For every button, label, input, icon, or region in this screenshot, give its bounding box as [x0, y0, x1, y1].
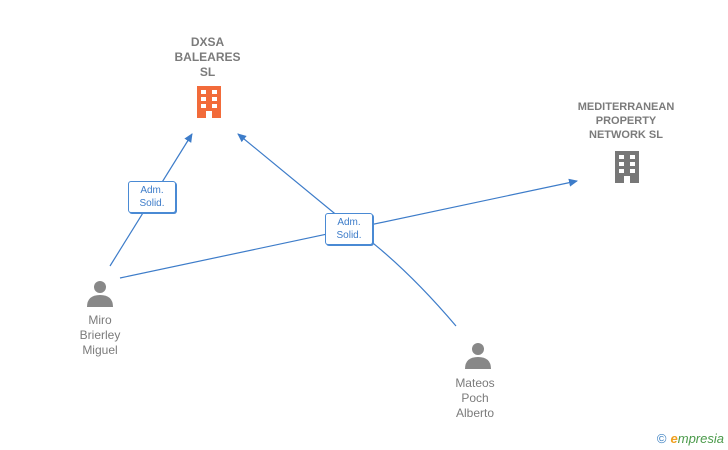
- empresia-watermark: ©empresia: [657, 431, 724, 446]
- edge-label-line-1: Adm.: [140, 185, 164, 196]
- person-mateos-line-3: Alberto: [455, 406, 495, 420]
- person-miro-label[interactable]: Miro Brierley Miguel: [60, 313, 140, 358]
- person-mateos-line-2: Poch: [461, 391, 489, 405]
- building-icon[interactable]: [194, 85, 224, 119]
- company-dxsa-line-2: BALEARES: [174, 50, 241, 64]
- edge-label-line-2: Solid.: [336, 230, 362, 241]
- company-dxsa-label[interactable]: DXSA BALEARES SL: [160, 35, 255, 80]
- company-mediterranean-label[interactable]: MEDITERRANEAN PROPERTY NETWORK SL: [566, 100, 686, 142]
- person-miro-line-2: Brierley: [79, 328, 121, 342]
- copyright-symbol: ©: [656, 431, 667, 446]
- company-mediterranean-line-2: PROPERTY: [595, 115, 657, 127]
- edge-label-adm-solid[interactable]: Adm. Solid.: [128, 181, 176, 213]
- company-mediterranean-line-1: MEDITERRANEAN: [577, 101, 675, 113]
- building-icon[interactable]: [612, 150, 642, 184]
- company-dxsa-line-1: DXSA: [190, 35, 225, 49]
- edge-label-adm-solid[interactable]: Adm. Solid.: [325, 213, 373, 245]
- brand-initial: e: [670, 431, 678, 446]
- person-icon[interactable]: [85, 278, 115, 308]
- company-mediterranean-line-3: NETWORK SL: [589, 129, 663, 141]
- person-miro-line-1: Miro: [88, 313, 112, 327]
- person-miro-line-3: Miguel: [82, 343, 118, 357]
- edge-label-line-1: Adm.: [337, 217, 361, 228]
- person-mateos-label[interactable]: Mateos Poch Alberto: [435, 376, 515, 421]
- edge-label-line-2: Solid.: [139, 198, 165, 209]
- person-mateos-line-1: Mateos: [455, 376, 495, 390]
- person-icon[interactable]: [463, 340, 493, 370]
- brand-name: mpresia: [677, 431, 724, 446]
- company-dxsa-line-3: SL: [199, 65, 216, 79]
